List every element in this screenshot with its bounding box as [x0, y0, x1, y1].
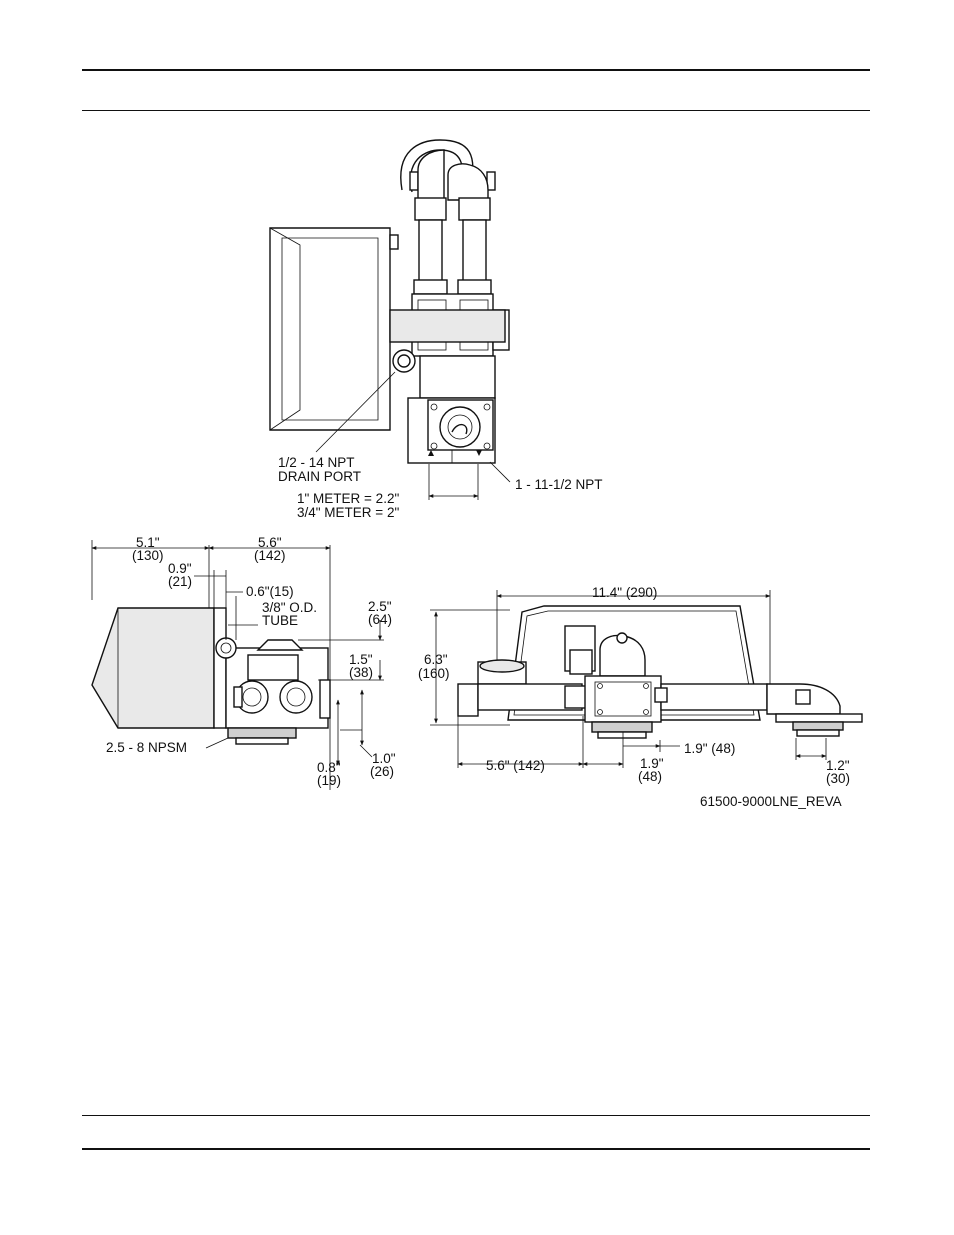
meter-offset-1in: 1" METER = 2.2"	[297, 491, 399, 506]
front-center-19-right: 1.9" (48)	[684, 741, 735, 756]
top-view	[270, 140, 510, 500]
front-overall-height-mm: (160)	[418, 666, 450, 681]
side-offset-06: 0.6"(15)	[246, 584, 294, 599]
drain-port-label-line2: DRAIN PORT	[278, 469, 361, 484]
tube-label-line2: TUBE	[262, 613, 298, 628]
meter-offset-3-4in: 3/4" METER = 2"	[297, 505, 399, 520]
side-dim-08-mm: (19)	[317, 773, 341, 788]
front-left-offset: 5.6" (142)	[486, 758, 545, 773]
bypass-dim-mm: (30)	[826, 771, 850, 786]
front-overall-height-in: 6.3"	[424, 652, 448, 667]
front-overall-width: 11.4" (290)	[592, 585, 657, 600]
side-dim-10-mm: (26)	[370, 764, 394, 779]
drain-port-label-line1: 1/2 - 14 NPT	[278, 455, 355, 470]
side-height-15-mm: (38)	[349, 665, 373, 680]
inlet-outlet-thread-label: 1 - 11-1/2 NPT	[515, 477, 603, 492]
side-width-left-mm: (130)	[132, 548, 164, 563]
base-thread-label: 2.5 - 8 NPSM	[106, 740, 187, 755]
side-height-25-mm: (64)	[368, 612, 392, 627]
side-offset-09-mm: (21)	[168, 574, 192, 589]
side-width-right-mm: (142)	[254, 548, 286, 563]
front-center-19-mm: (48)	[638, 769, 662, 784]
drawing-id: 61500-9000LNE_REVA	[700, 794, 842, 809]
front-view	[430, 590, 862, 768]
